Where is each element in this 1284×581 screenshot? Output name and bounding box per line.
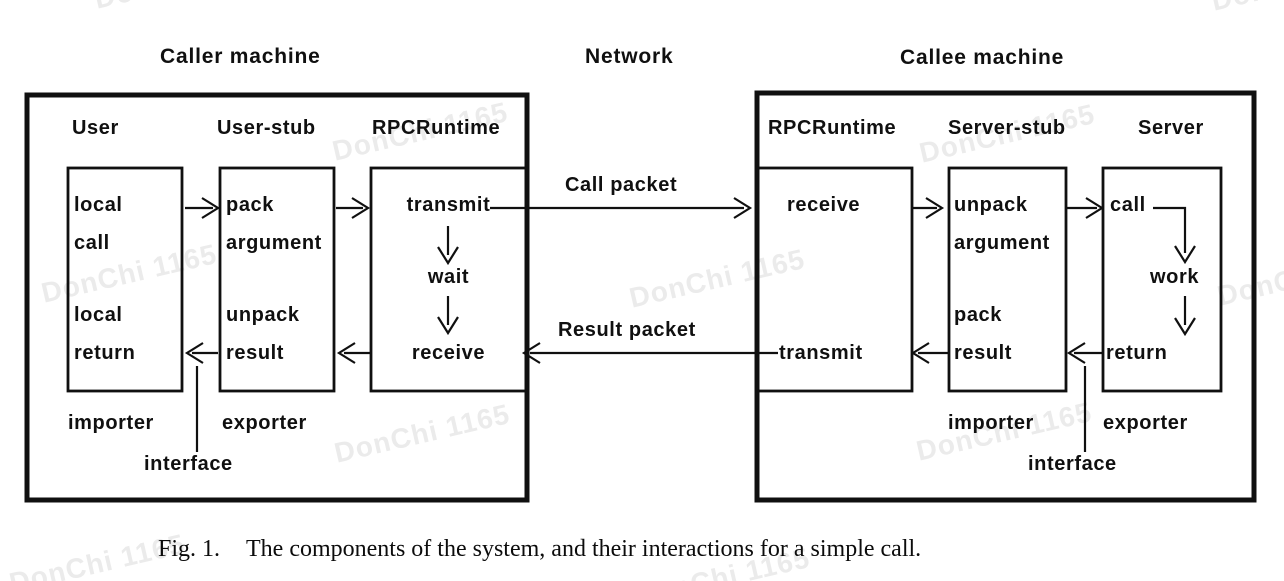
user-local-return-line1: local [74, 304, 123, 326]
callee-rpc-transmit-label: transmit [779, 342, 863, 364]
stub-unpack-line1: unpack [226, 304, 300, 326]
callee-machine-box [754, 90, 1257, 503]
connector-call-down [1153, 206, 1187, 253]
caller-machine-title: Caller machine [160, 45, 321, 68]
user-stub-label: User-stub [217, 117, 316, 139]
arrowhead-left-icon [1066, 342, 1086, 364]
arrowhead-right-icon [733, 197, 753, 219]
figure-caption: Fig. 1. The components of the system, an… [158, 536, 921, 563]
user-stub-box [218, 166, 336, 393]
arrowhead-left-icon [910, 342, 930, 364]
serverstub-pack-line2: result [954, 342, 1013, 364]
result-packet-label: Result packet [558, 319, 696, 341]
serverstub-unpack-line1: unpack [954, 194, 1028, 216]
server-return-label: return [1106, 342, 1168, 364]
callee-importer-label: importer [948, 412, 1034, 434]
figure-caption-text: The components of the system, and their … [246, 536, 922, 562]
arrowhead-down-icon [437, 246, 459, 266]
user-local-return-line2: return [74, 342, 136, 364]
call-packet-label: Call packet [565, 174, 678, 196]
arrowhead-right-icon [351, 197, 371, 219]
callee-interface-label: interface [1028, 453, 1117, 475]
callee-exporter-label: exporter [1103, 412, 1188, 434]
arrowhead-left-icon [521, 342, 541, 364]
rpc-receive-label: receive [411, 342, 486, 364]
network-title: Network [585, 45, 674, 68]
caller-interface-label: interface [144, 453, 233, 475]
stub-pack-line2: argument [226, 232, 322, 254]
user-box [66, 166, 184, 393]
user-local-call-line2: call [74, 232, 110, 254]
caller-exporter-label: exporter [222, 412, 307, 434]
server-call-label: call [1110, 194, 1146, 216]
rpc-transmit-label: transmit [406, 194, 491, 216]
arrowhead-down-icon [1174, 245, 1196, 265]
callee-rpcruntime-box [755, 166, 914, 393]
caller-rpcruntime-box [369, 166, 528, 393]
user-label: User [72, 117, 119, 139]
arrowhead-right-icon [925, 197, 945, 219]
server-stub-label: Server-stub [948, 117, 1066, 139]
arrowhead-left-icon [336, 342, 356, 364]
serverstub-pack-line1: pack [954, 304, 1002, 326]
serverstub-unpack-line2: argument [954, 232, 1050, 254]
arrowhead-right-icon [1085, 197, 1105, 219]
server-work-label: work [1150, 266, 1200, 288]
server-box [1101, 166, 1223, 393]
stub-unpack-line2: result [226, 342, 285, 364]
caller-rpc-label: RPCRuntime [372, 117, 501, 139]
rpc-wait-label: wait [427, 266, 470, 288]
arrowhead-down-icon [437, 316, 459, 336]
caller-machine-box [24, 92, 530, 503]
callee-rpc-label: RPCRuntime [768, 117, 897, 139]
user-local-call-line1: local [74, 194, 123, 216]
server-label: Server [1138, 117, 1204, 139]
callee-machine-title: Callee machine [900, 46, 1065, 69]
figure-caption-number: Fig. 1. [158, 536, 221, 562]
server-stub-box [947, 166, 1068, 393]
arrowhead-down-icon [1174, 317, 1196, 337]
arrowhead-left-icon [184, 342, 204, 364]
arrowhead-right-icon [201, 197, 221, 219]
stub-pack-line1: pack [226, 194, 274, 216]
callee-rpc-receive-label: receive [787, 194, 861, 216]
caller-importer-label: importer [68, 412, 154, 434]
